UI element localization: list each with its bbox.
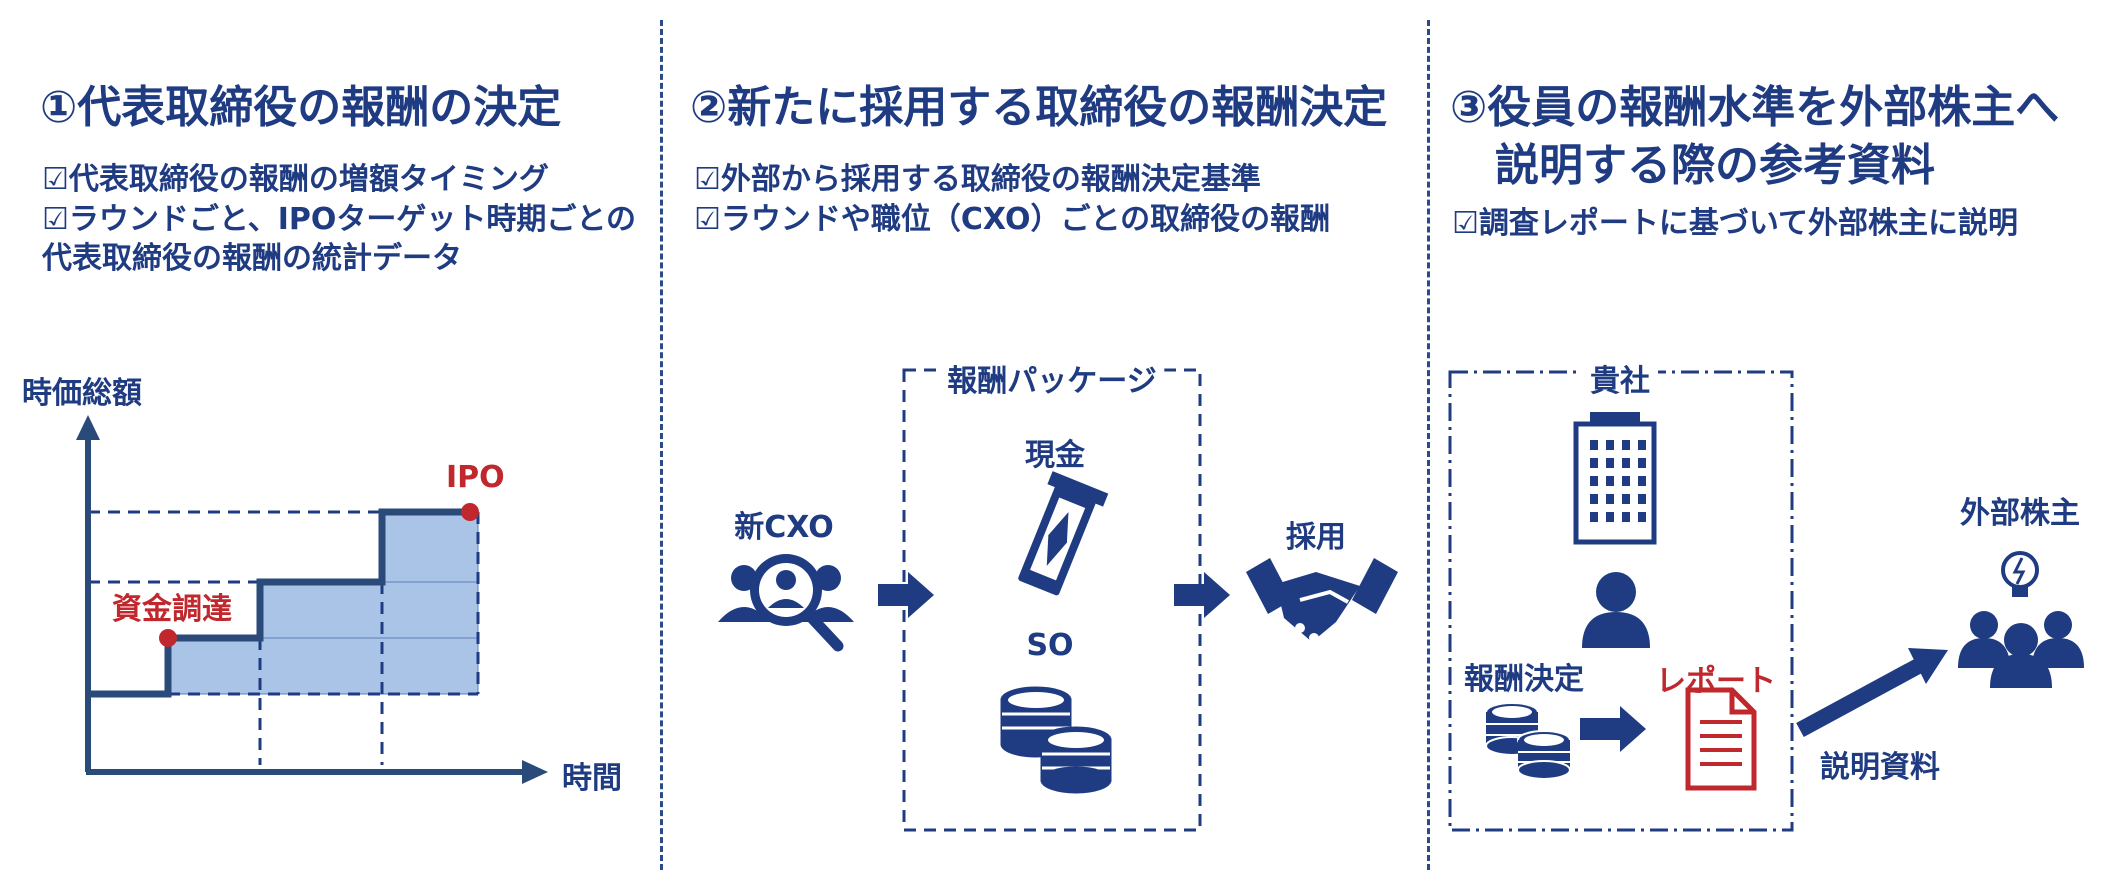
candidate-label: 新CXO — [734, 510, 834, 545]
cash-label: 現金 — [1025, 438, 1085, 473]
arrow-to-report-shaft — [1580, 718, 1620, 740]
section-divider-2 — [1427, 20, 1430, 870]
candidate-search-icon — [718, 554, 854, 652]
section1-bullet-1: ☑代表取締役の報酬の増額タイミング — [42, 162, 549, 197]
ipo-marker — [461, 503, 479, 521]
shareholders-label: 外部株主 — [1960, 496, 2080, 531]
ipo-label: IPO — [446, 460, 505, 495]
arrow-to-package-shaft — [878, 584, 908, 606]
y-axis-label: 時価総額 — [22, 376, 142, 411]
report-label: レポート — [1656, 664, 1776, 699]
handshake-icon — [1246, 558, 1398, 643]
hire-label: 採用 — [1286, 520, 1346, 555]
section3-title-line1: ③役員の報酬水準を外部株主へ — [1450, 82, 2060, 133]
funding-label: 資金調達 — [112, 592, 232, 627]
section3-bullet-1: ☑調査レポートに基づいて外部株主に説明 — [1452, 206, 2018, 241]
section2-bullet-1: ☑外部から採用する取締役の報酬決定基準 — [694, 162, 1261, 197]
doc-label: 説明資料 — [1820, 750, 1940, 785]
section1-bullet-2: ☑ラウンドごと、IPOターゲット時期ごとの — [42, 201, 637, 237]
section3-title-line2: 説明する際の参考資料 — [1495, 140, 1935, 191]
so-label: SO — [1026, 628, 1074, 663]
decision-coins-icon — [1485, 702, 1571, 780]
x-axis-label: 時間 — [562, 761, 622, 796]
shareholders-icon — [1958, 551, 2084, 688]
chart-block-row3 — [381, 511, 479, 583]
decision-label: 報酬決定 — [1464, 662, 1584, 697]
arrow-to-shareholders — [1796, 648, 1948, 738]
section1-bullet-3: 代表取締役の報酬の統計データ — [42, 241, 462, 277]
funding-marker — [159, 629, 177, 647]
chart-block-row1 — [167, 637, 479, 695]
y-axis-arrowhead — [76, 415, 100, 440]
section1-title: ①代表取締役の報酬の決定 — [40, 82, 562, 133]
section-divider-1 — [660, 20, 663, 870]
arrow-to-package-head — [908, 572, 934, 618]
person-icon — [1582, 572, 1650, 648]
cash-icon — [1018, 471, 1109, 596]
package-label: 報酬パッケージ — [939, 356, 1165, 400]
section2-bullet-2: ☑ラウンドや職位（CXO）ごとの取締役の報酬 — [694, 201, 1331, 237]
building-icon — [1573, 412, 1657, 545]
arrow-to-hire-head — [1204, 572, 1230, 618]
section2-bullets: ☑外部から採用する取締役の報酬決定基準 ☑ラウンドや職位（CXO）ごとの取締役の… — [694, 160, 1330, 239]
report-document-icon — [1685, 687, 1757, 791]
chart-step-line — [88, 508, 470, 698]
arrow-to-report-head — [1620, 706, 1646, 752]
coins-icon — [1000, 686, 1112, 794]
section1-bullets: ☑代表取締役の報酬の増額タイミング ☑ラウンドごと、IPOターゲット時期ごとの … — [42, 160, 636, 279]
section2-title: ②新たに採用する取締役の報酬決定 — [690, 82, 1388, 133]
company-label: 貴社 — [1582, 356, 1658, 400]
x-axis-arrowhead — [522, 760, 548, 784]
arrow-to-hire-shaft — [1174, 584, 1204, 606]
